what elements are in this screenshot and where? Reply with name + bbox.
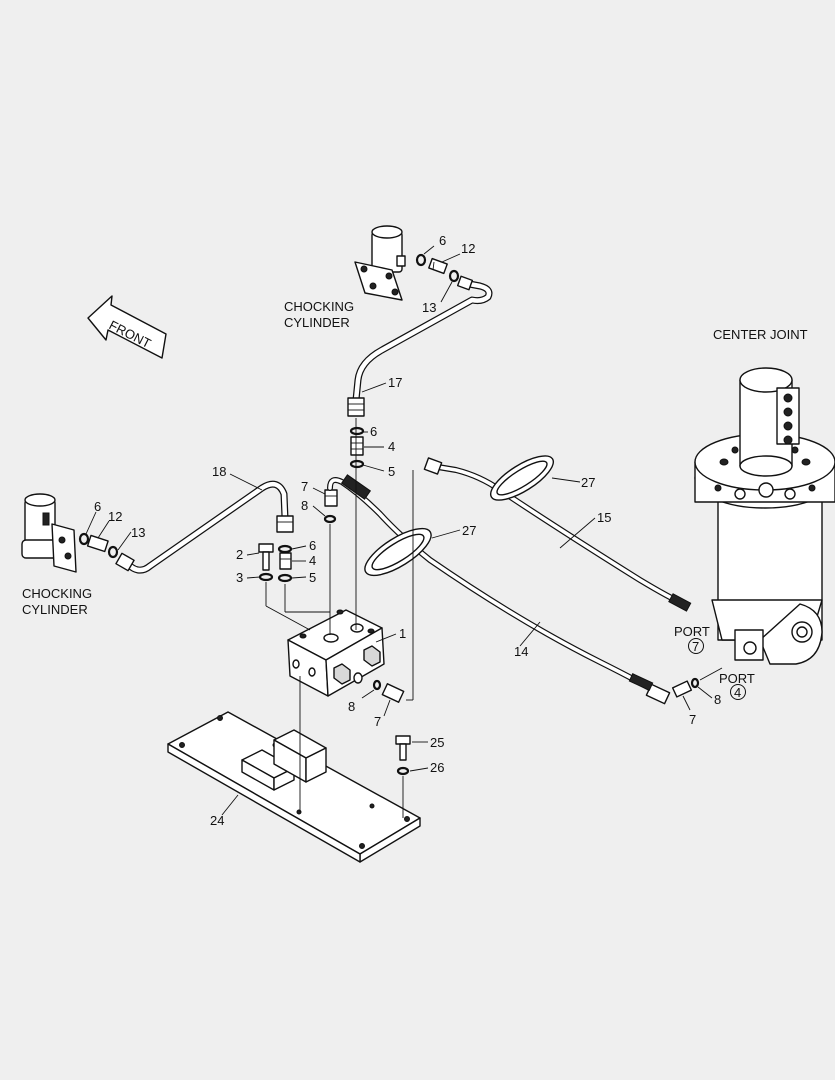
callout-7: 7 — [689, 712, 696, 727]
connector-7-right — [671, 680, 693, 698]
chocking-cylinder-left-label-2: CYLINDER — [22, 602, 88, 617]
o-ring-6-mid — [349, 426, 365, 436]
o-ring-6-lower — [277, 544, 293, 554]
hose-15 — [423, 457, 692, 612]
callout-5: 5 — [309, 570, 316, 585]
center-joint-label: CENTER JOINT — [713, 327, 808, 342]
svg-text:PORT: PORT — [674, 624, 710, 639]
o-ring-13-left — [107, 545, 119, 559]
center-joint — [694, 367, 835, 665]
leader-lines — [85, 245, 723, 816]
callout-4: 4 — [309, 553, 316, 568]
callout-numbers: 6 12 13 17 6 4 5 18 6 12 13 7 8 6 4 5 2 … — [94, 233, 721, 828]
callout-26: 26 — [430, 760, 444, 775]
connector-4-lower — [279, 552, 292, 570]
callout-3: 3 — [236, 570, 243, 585]
o-ring-8-valve — [372, 679, 382, 691]
callout-12: 12 — [108, 509, 122, 524]
callout-7: 7 — [374, 714, 381, 729]
callout-1: 1 — [399, 626, 406, 641]
washer-3 — [258, 572, 274, 582]
connector-4-mid — [350, 436, 364, 456]
bolt-25 — [395, 735, 411, 761]
o-ring-5-lower — [277, 573, 293, 583]
callout-27: 27 — [581, 475, 595, 490]
clamp-27-left — [364, 527, 432, 577]
chocking-cylinder-top — [354, 225, 406, 301]
connector-12-top — [428, 257, 448, 275]
o-ring-8-top — [323, 514, 337, 524]
callout-6: 6 — [94, 499, 101, 514]
valve-block-1 — [287, 609, 385, 697]
callout-27: 27 — [462, 523, 476, 538]
assembly-lines — [265, 418, 414, 818]
callout-12: 12 — [461, 241, 475, 256]
callout-4: 4 — [388, 439, 395, 454]
callout-15: 15 — [597, 510, 611, 525]
callout-6: 6 — [309, 538, 316, 553]
callout-7: 7 — [301, 479, 308, 494]
callout-18: 18 — [212, 464, 226, 479]
hose-14 — [327, 474, 671, 705]
o-ring-5-mid — [349, 459, 365, 469]
callout-8: 8 — [714, 692, 721, 707]
spacer-block-right — [273, 729, 327, 783]
bolt-2 — [258, 543, 274, 571]
callout-6: 6 — [370, 424, 377, 439]
tube-17 — [347, 275, 493, 417]
callout-24: 24 — [210, 813, 224, 828]
o-ring-6-top — [415, 253, 427, 267]
callout-17: 17 — [388, 375, 402, 390]
callout-25: 25 — [430, 735, 444, 750]
callout-5: 5 — [388, 464, 395, 479]
clamp-27-right — [490, 455, 554, 501]
callout-13: 13 — [131, 525, 145, 540]
callout-13: 13 — [422, 300, 436, 315]
o-ring-6-left — [78, 532, 90, 546]
callout-2: 2 — [236, 547, 243, 562]
o-ring-13-top — [448, 269, 460, 283]
callout-14: 14 — [514, 644, 528, 659]
front-arrow: FRONT — [87, 295, 167, 359]
connector-7-valve — [381, 683, 405, 703]
svg-text:4: 4 — [734, 685, 741, 700]
callout-8: 8 — [301, 498, 308, 513]
chocking-cylinder-top-label-2: CYLINDER — [284, 315, 350, 330]
connector-7-top — [324, 489, 338, 507]
port-4-label: PORT 4 — [719, 671, 755, 700]
chocking-cylinder-top-label-1: CHOCKING — [284, 299, 354, 314]
chocking-cylinder-left-label-1: CHOCKING — [22, 586, 92, 601]
port-7-label: PORT 7 — [674, 624, 710, 654]
svg-text:PORT: PORT — [719, 671, 755, 686]
tube-18 — [115, 480, 294, 574]
connector-12-left — [86, 534, 109, 553]
washer-26 — [396, 766, 410, 776]
svg-text:7: 7 — [692, 639, 699, 654]
chocking-cylinder-left — [21, 493, 77, 573]
mounting-plate-24 — [167, 711, 421, 863]
callout-8: 8 — [348, 699, 355, 714]
callout-6: 6 — [439, 233, 446, 248]
o-ring-8-right — [690, 677, 700, 689]
